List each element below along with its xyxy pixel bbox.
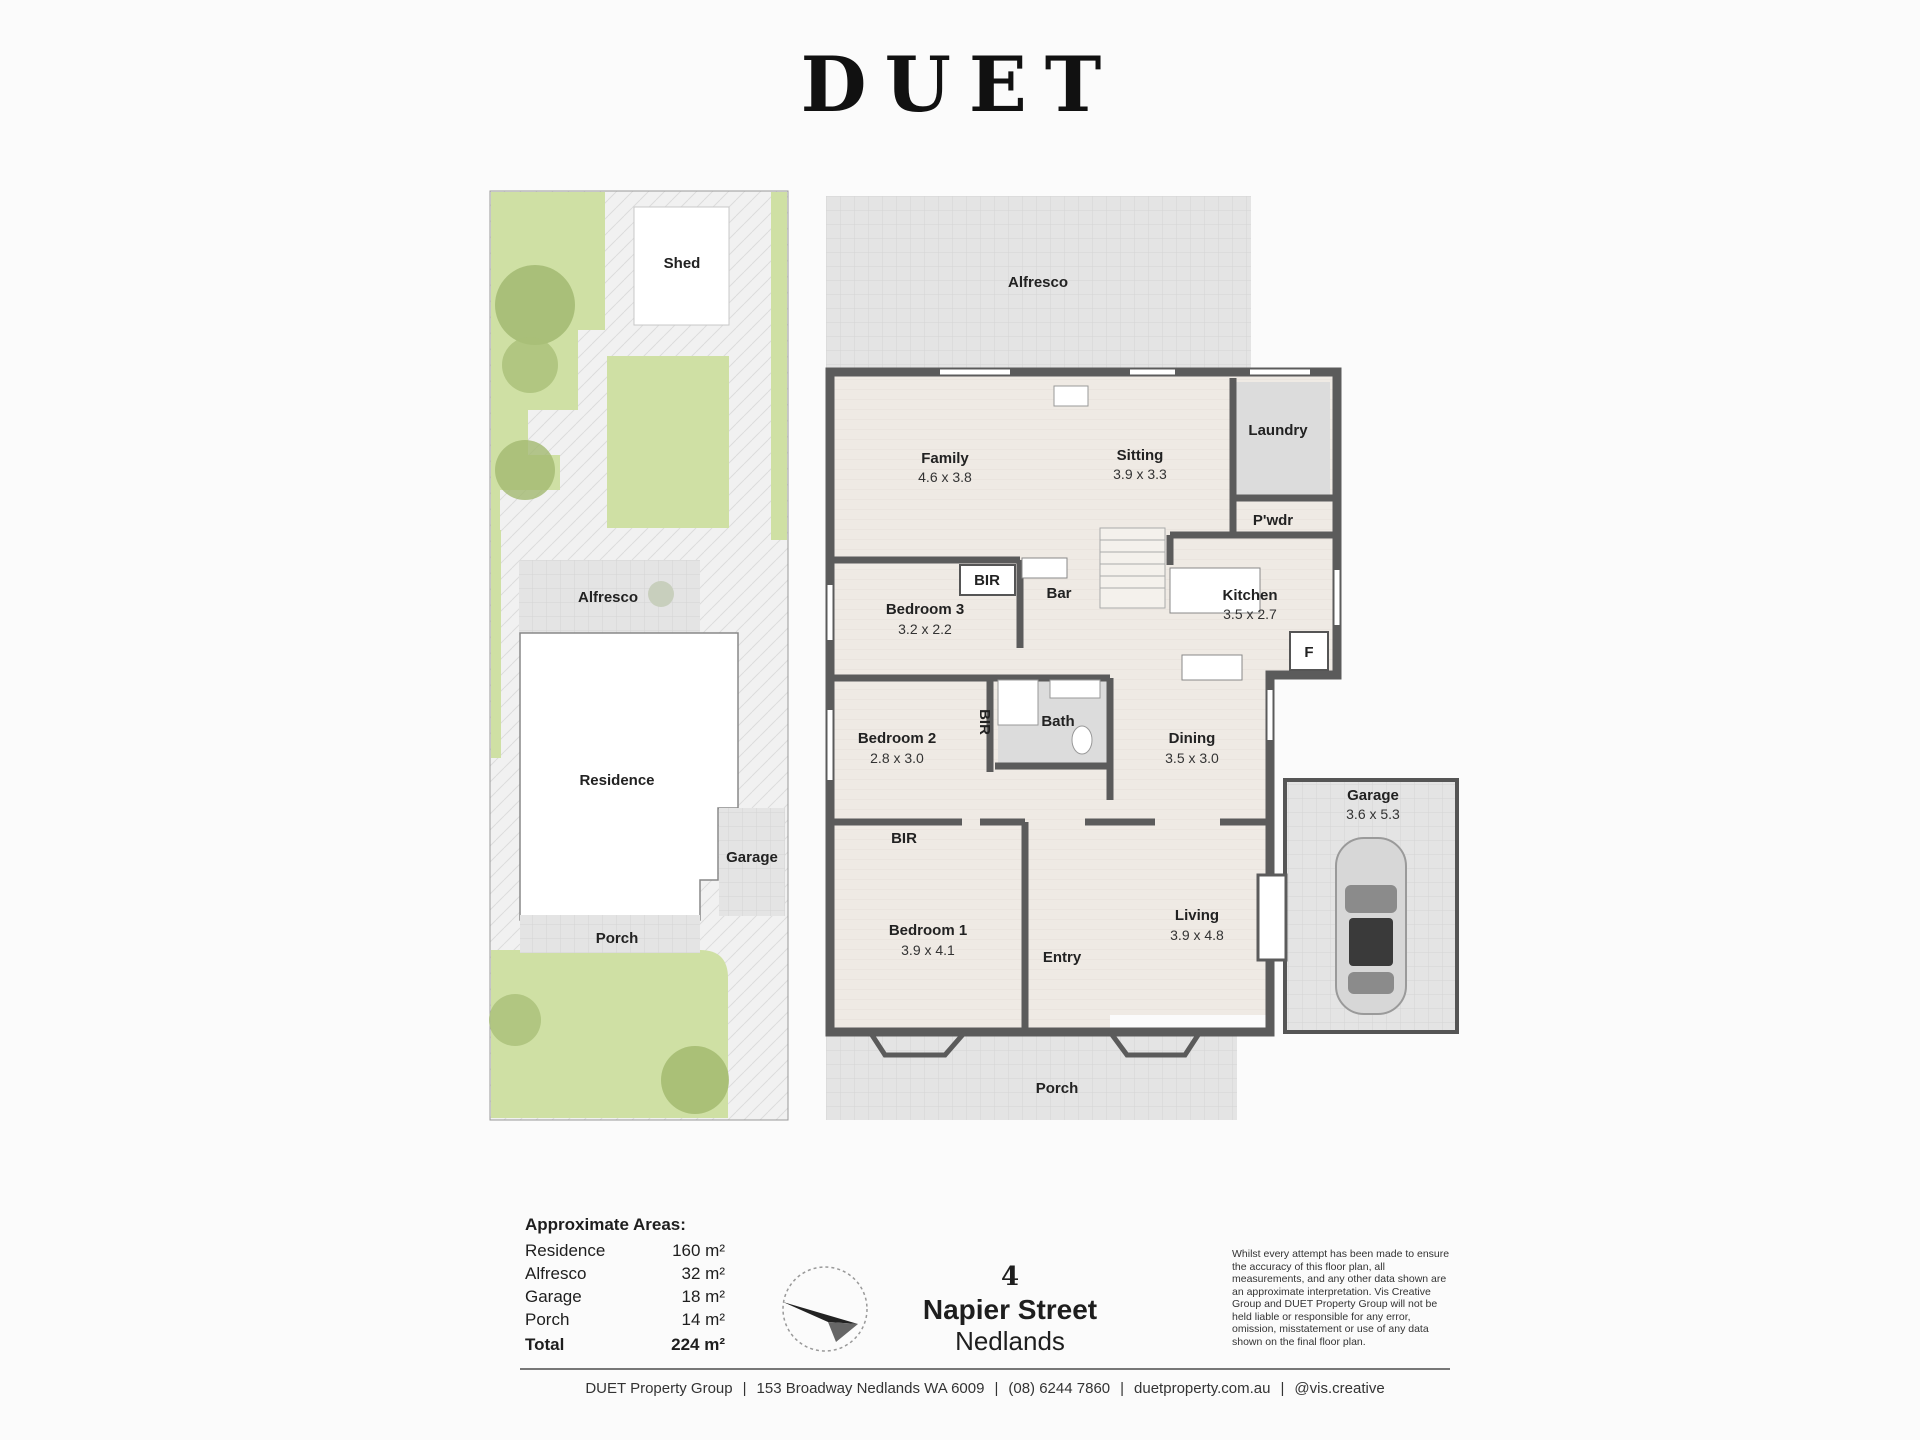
bedroom2-dims: 2.8 x 3.0 — [870, 750, 924, 766]
site-shed-label: Shed — [664, 255, 701, 272]
total-value: 224 m² — [671, 1335, 725, 1354]
entry-label: Entry — [1043, 949, 1082, 966]
footer-divider — [520, 1368, 1450, 1370]
pwdr-label: P'wdr — [1253, 512, 1293, 529]
dining-dims: 3.5 x 3.0 — [1165, 750, 1219, 766]
family-label: Family — [921, 450, 969, 467]
porch-label: Porch — [1036, 1080, 1079, 1097]
areas-row: Residence 160 m² — [525, 1239, 725, 1262]
brand-logo: DUET — [800, 40, 1120, 129]
footer-address: 153 Broadway Nedlands WA 6009 — [756, 1380, 985, 1397]
footer-company: DUET Property Group — [585, 1380, 733, 1397]
property-address: 4 Napier Street Nedlands — [900, 1262, 1120, 1357]
street-number: 4 — [1000, 1262, 1020, 1292]
living-dims: 3.9 x 4.8 — [1170, 927, 1224, 943]
footer-phone: (08) 6244 7860 — [1008, 1380, 1111, 1397]
bedroom1-label: Bedroom 1 — [889, 922, 967, 939]
area-value: 18 m² — [681, 1287, 725, 1306]
garage-label: Garage — [1347, 787, 1399, 804]
bar-label: Bar — [1046, 585, 1071, 602]
bedroom2-label: Bedroom 2 — [858, 730, 936, 747]
areas-row: Porch 14 m² — [525, 1308, 725, 1331]
areas-row: Alfresco 32 m² — [525, 1262, 725, 1285]
bath-label: Bath — [1041, 713, 1074, 730]
garage-dims: 3.6 x 5.3 — [1346, 806, 1400, 822]
bedroom1-dims: 3.9 x 4.1 — [901, 942, 955, 958]
areas-heading: Approximate Areas: — [525, 1215, 686, 1234]
site-porch-label: Porch — [596, 930, 639, 947]
laundry-label: Laundry — [1248, 422, 1308, 439]
bir-bedroom1-label: BIR — [891, 830, 917, 847]
area-label: Alfresco — [525, 1264, 587, 1283]
area-label: Porch — [525, 1310, 570, 1329]
bedroom3-dims: 3.2 x 2.2 — [898, 621, 952, 637]
area-value: 160 m² — [672, 1241, 725, 1260]
footer: DUET Property Group|153 Broadway Nedland… — [585, 1380, 1385, 1397]
area-value: 32 m² — [681, 1264, 725, 1283]
family-dims: 4.6 x 3.8 — [918, 469, 972, 485]
areas-total-row: Total 224 m² — [525, 1333, 725, 1356]
site-alfresco-label: Alfresco — [578, 589, 638, 606]
bedroom3-label: Bedroom 3 — [886, 601, 964, 618]
dining-label: Dining — [1169, 730, 1216, 747]
fridge-label: F — [1304, 644, 1313, 661]
site-plan: Shed Alfresco Residence Garage Porch — [489, 190, 789, 1121]
area-label: Residence — [525, 1241, 606, 1260]
alfresco-label: Alfresco — [1008, 274, 1068, 291]
house-floor-plan: Alfresco Porch Garage 3.6 x 5.3 — [825, 196, 1459, 1120]
kitchen-label: Kitchen — [1222, 587, 1277, 604]
sitting-dims: 3.9 x 3.3 — [1113, 466, 1167, 482]
approximate-areas-table: Approximate Areas: Residence 160 m² Alfr… — [525, 1215, 725, 1356]
bir-bedroom2-label: BIR — [976, 709, 993, 735]
sitting-label: Sitting — [1117, 447, 1164, 464]
areas-row: Garage 18 m² — [525, 1285, 725, 1308]
kitchen-dims: 3.5 x 2.7 — [1223, 606, 1277, 622]
street-name: Napier Street — [922, 1294, 1098, 1325]
footer-credit[interactable]: @vis.creative — [1294, 1380, 1385, 1397]
area-label: Garage — [525, 1287, 582, 1306]
site-residence-label: Residence — [579, 772, 654, 789]
living-label: Living — [1175, 907, 1219, 924]
suburb-name: Nedlands — [955, 1326, 1065, 1356]
area-value: 14 m² — [681, 1310, 725, 1329]
disclaimer-text: Whilst every attempt has been made to en… — [1232, 1248, 1450, 1348]
site-garage-label: Garage — [726, 849, 778, 866]
car-icon — [1335, 837, 1407, 1015]
footer-website[interactable]: duetproperty.com.au — [1134, 1380, 1271, 1397]
north-compass-icon — [782, 1266, 868, 1352]
total-label: Total — [525, 1335, 565, 1354]
bir-bedroom3-label: BIR — [974, 572, 1000, 589]
